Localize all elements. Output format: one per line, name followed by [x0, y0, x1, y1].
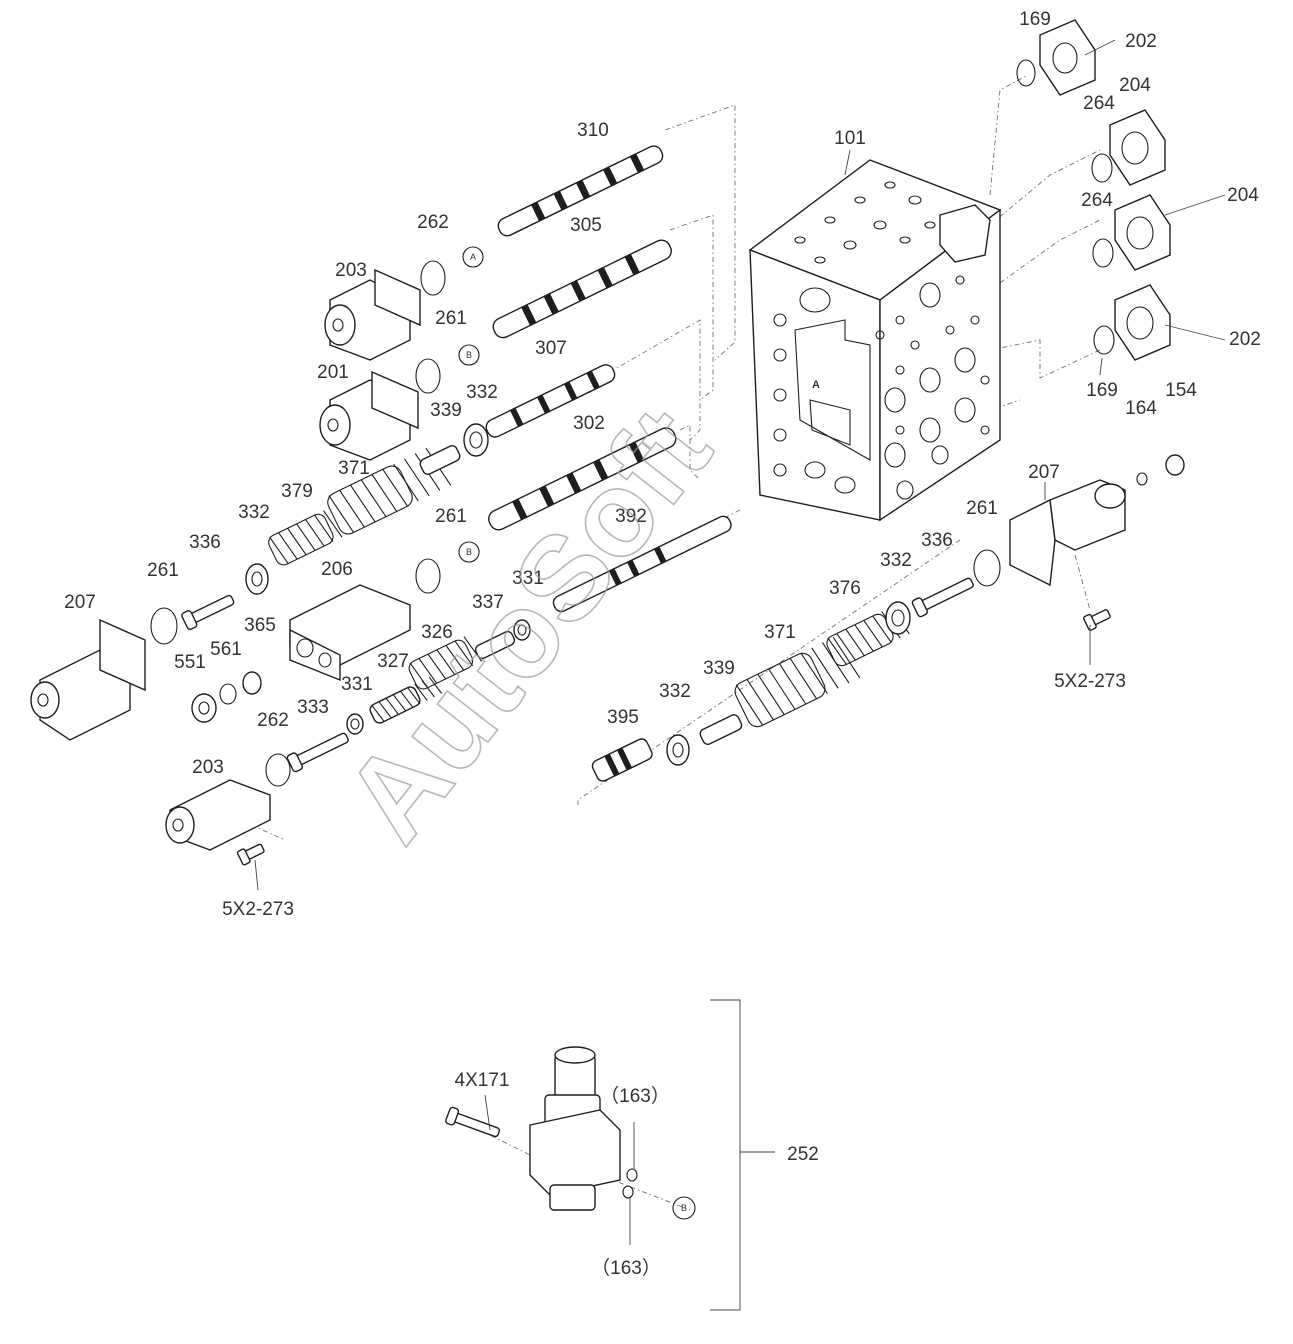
- spool-307: [485, 364, 616, 438]
- spool-392: [552, 515, 732, 613]
- label-310: 310: [577, 120, 609, 141]
- label-203-lower: 203: [192, 757, 224, 778]
- label-339-upper: 339: [430, 400, 462, 421]
- label-4x171: 4X171: [455, 1070, 510, 1091]
- spool-302: [488, 427, 677, 531]
- spring-326: [408, 636, 483, 690]
- label-332-mid: 332: [238, 502, 270, 523]
- plunger-395: [591, 738, 653, 782]
- label-169-lower: 169: [1086, 380, 1118, 401]
- part-labels: 310 262 305 203 261 307 201 332 339 302 …: [64, 9, 1261, 1279]
- marker-b-3: B: [672, 1196, 696, 1220]
- label-261-right: 261: [966, 498, 998, 519]
- label-336-left: 336: [189, 532, 221, 553]
- marker-b-1: B: [458, 344, 480, 366]
- label-332-right: 332: [880, 550, 912, 571]
- label-261-mid: 261: [435, 506, 467, 527]
- cap-207-left: [30, 618, 146, 741]
- label-101: 101: [834, 128, 866, 149]
- valve-body-101: A: [748, 159, 1002, 522]
- spring-379: [268, 510, 343, 566]
- label-333: 333: [297, 697, 329, 718]
- svg-text:B: B: [466, 350, 472, 360]
- marker-a: A: [462, 246, 484, 268]
- washers-332-331: [245, 423, 911, 766]
- label-leaders: [254, 39, 1226, 891]
- svg-text:B: B: [466, 547, 472, 557]
- label-154: 154: [1165, 380, 1197, 401]
- bolts-336-333: [181, 577, 974, 773]
- label-336-right: 336: [921, 530, 953, 551]
- label-5x2-273-lower: 5X2-273: [222, 899, 294, 920]
- label-326: 326: [421, 622, 453, 643]
- front-face-ports: [773, 287, 871, 494]
- label-169-top: 169: [1019, 9, 1051, 30]
- plugs-551-154-365: [191, 454, 1185, 723]
- cap-203-lower: [165, 779, 271, 851]
- label-365: 365: [244, 615, 276, 636]
- label-337: 337: [472, 592, 504, 613]
- label-332-top: 332: [466, 382, 498, 403]
- spring-327: [369, 676, 443, 724]
- spool-310: [497, 145, 664, 237]
- label-201: 201: [317, 362, 349, 383]
- cap-207-right: [1009, 479, 1126, 587]
- label-204-lower: 204: [1227, 185, 1259, 206]
- body-face-letter: A: [812, 379, 820, 391]
- label-371-upper: 371: [338, 458, 370, 479]
- label-202-lower: 202: [1229, 329, 1261, 350]
- label-302: 302: [573, 413, 605, 434]
- label-376: 376: [829, 578, 861, 599]
- svg-text:B: B: [681, 1203, 687, 1213]
- label-164: 164: [1125, 398, 1157, 419]
- label-327: 327: [377, 651, 409, 672]
- label-262-upper: 262: [417, 212, 449, 233]
- label-5x2-273-right: 5X2-273: [1054, 671, 1126, 692]
- reference-markers: A B B B: [458, 246, 696, 1220]
- label-262-lower: 262: [257, 710, 289, 731]
- top-face-holes: [794, 181, 936, 264]
- cap-203-upper: [324, 268, 421, 361]
- side-face-ports: [875, 275, 990, 500]
- label-371-lower: 371: [764, 622, 796, 643]
- label-261-left: 261: [147, 560, 179, 581]
- svg-text:A: A: [470, 252, 476, 262]
- label-203-upper: 203: [335, 260, 367, 281]
- label-163-upper: （163）: [600, 1085, 670, 1107]
- label-379: 379: [281, 481, 313, 502]
- label-331-left: 331: [341, 674, 373, 695]
- flange-covers-202-204: [1039, 19, 1171, 361]
- label-264-lower: 264: [1081, 190, 1113, 211]
- label-339-lower: 339: [703, 658, 735, 679]
- label-202-top: 202: [1125, 31, 1157, 52]
- label-252: 252: [787, 1144, 819, 1165]
- marker-b-2: B: [458, 541, 480, 563]
- screws-5x2-273: [236, 609, 1111, 866]
- sleeves-339-337: [419, 445, 743, 745]
- label-206: 206: [321, 559, 353, 580]
- label-331-right: 331: [512, 568, 544, 589]
- label-163-lower: （163）: [591, 1257, 661, 1279]
- o-rings: [150, 59, 1148, 787]
- sub-assembly-252: [445, 999, 775, 1311]
- label-204-upper: 204: [1119, 75, 1151, 96]
- cap-206: [289, 584, 411, 682]
- label-392: 392: [615, 506, 647, 527]
- label-395: 395: [607, 707, 639, 728]
- label-332-lower: 332: [659, 681, 691, 702]
- label-561: 561: [210, 639, 242, 660]
- label-307: 307: [535, 338, 567, 359]
- label-305: 305: [570, 215, 602, 236]
- label-264-upper: 264: [1083, 93, 1115, 114]
- label-207-left: 207: [64, 592, 96, 613]
- label-261-upper: 261: [435, 308, 467, 329]
- label-207-right: 207: [1028, 462, 1060, 483]
- label-551: 551: [174, 652, 206, 673]
- spool-305: [492, 239, 672, 339]
- cap-201: [319, 370, 419, 461]
